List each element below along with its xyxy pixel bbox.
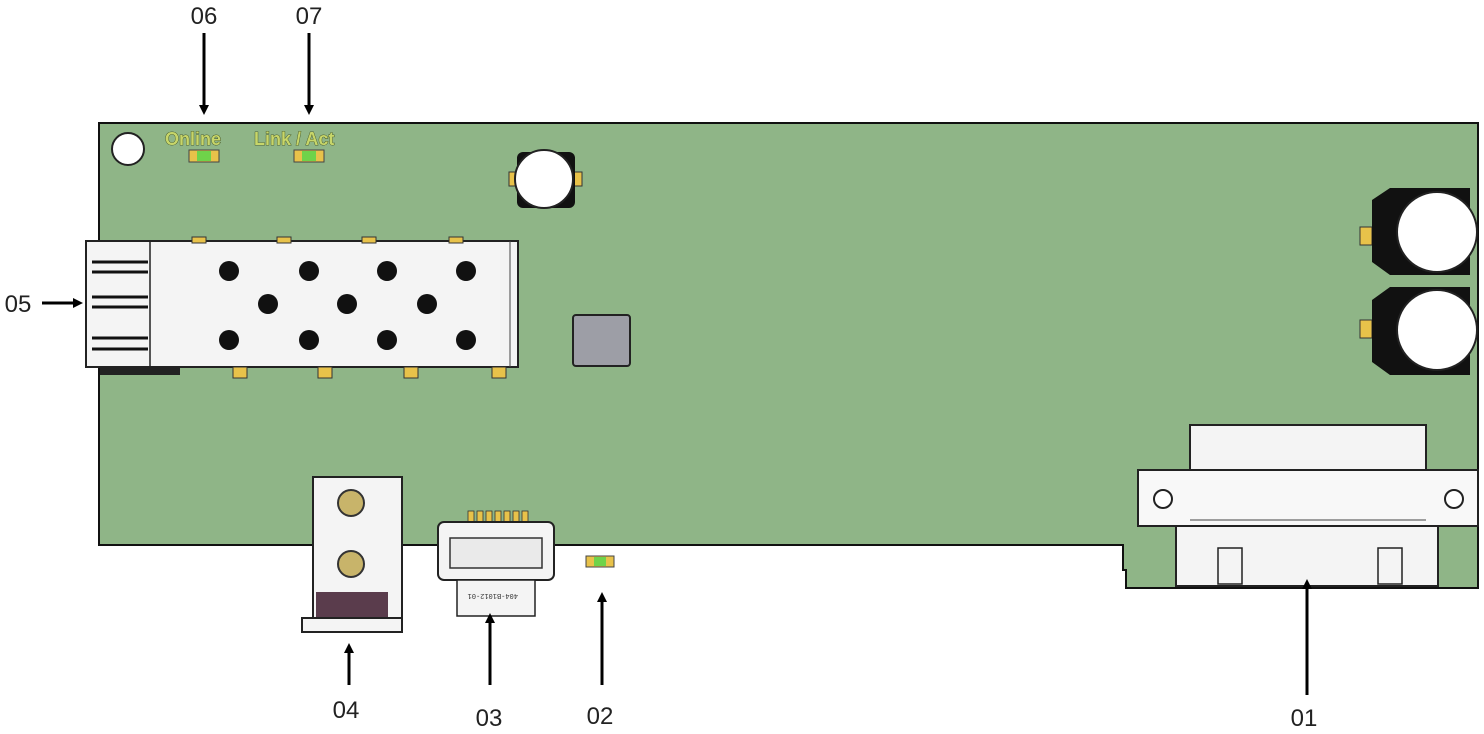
callout-07: 07 <box>296 3 323 30</box>
fpc-connector: 404-B1012-01 <box>437 510 555 617</box>
status-led-02 <box>585 555 615 568</box>
callout-05: 05 <box>5 291 32 318</box>
d-sub-connector <box>1137 424 1479 587</box>
round-capacitor-small <box>508 149 583 209</box>
callout-04: 04 <box>333 697 360 724</box>
electrolytic-capacitor-2 <box>1359 287 1478 375</box>
callout-01: 01 <box>1291 705 1318 732</box>
callout-02: 02 <box>587 703 614 730</box>
callout-06: 06 <box>191 3 218 30</box>
dc-power-jack <box>301 476 403 633</box>
sfp-cage <box>85 236 519 379</box>
fpc-part-marking: 404-B1012-01 <box>468 591 518 599</box>
silk-link-act-label: Link / Act <box>254 129 334 149</box>
callout-03: 03 <box>476 705 503 732</box>
ic-chip <box>572 314 631 367</box>
online-led <box>188 149 220 163</box>
electrolytic-capacitor-1 <box>1359 188 1478 275</box>
link-act-led <box>293 149 325 163</box>
silk-online-label: Online <box>165 129 221 149</box>
mounting-hole <box>111 132 145 166</box>
